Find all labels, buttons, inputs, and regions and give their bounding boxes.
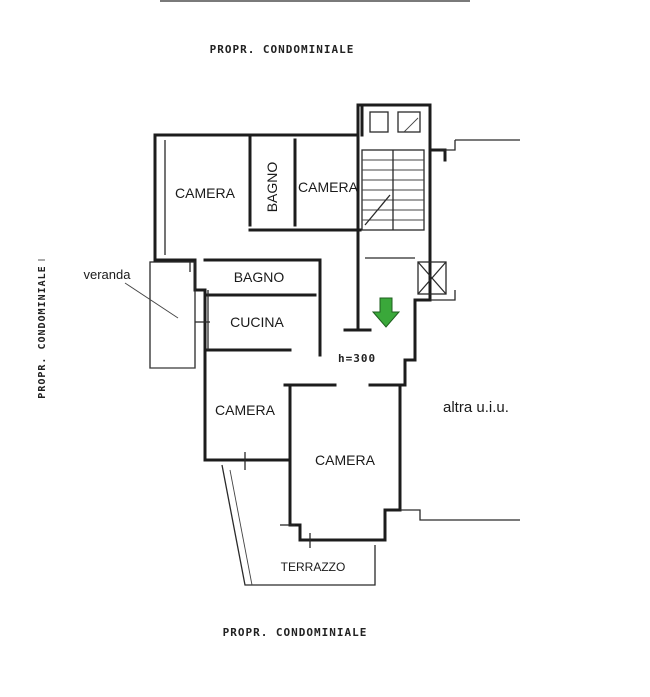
stairwell bbox=[361, 111, 425, 259]
room-label-camera-bottom-right: CAMERA bbox=[315, 452, 376, 468]
room-label-camera-bottom-left: CAMERA bbox=[215, 402, 276, 418]
ceiling-height-label: h=300 bbox=[338, 352, 376, 365]
other-unit-label: altra u.i.u. bbox=[443, 399, 509, 416]
room-label-terrazzo: TERRAZZO bbox=[281, 560, 346, 574]
veranda-leader-line bbox=[124, 282, 179, 319]
arrow-down-icon bbox=[371, 297, 401, 328]
elevator-shaft-icon bbox=[417, 261, 447, 295]
left-neighbor-label: PROPR. CONDOMINIALE bbox=[37, 265, 48, 398]
outer-walls bbox=[149, 103, 520, 542]
room-label-bagno-middle: BAGNO bbox=[234, 269, 285, 285]
room-label-veranda: veranda bbox=[84, 267, 132, 282]
interior-walls bbox=[164, 133, 407, 548]
room-label-camera-top-right: CAMERA bbox=[298, 179, 359, 195]
room-label-bagno-top: BAGNO bbox=[264, 162, 280, 213]
terrazzo-outline bbox=[221, 464, 376, 586]
room-label-cucina: CUCINA bbox=[230, 314, 284, 330]
bottom-neighbor-label: PROPR. CONDOMINIALE bbox=[223, 626, 368, 639]
top-neighbor-label: PROPR. CONDOMINIALE bbox=[210, 43, 355, 56]
room-label-camera-top-left: CAMERA bbox=[175, 185, 236, 201]
